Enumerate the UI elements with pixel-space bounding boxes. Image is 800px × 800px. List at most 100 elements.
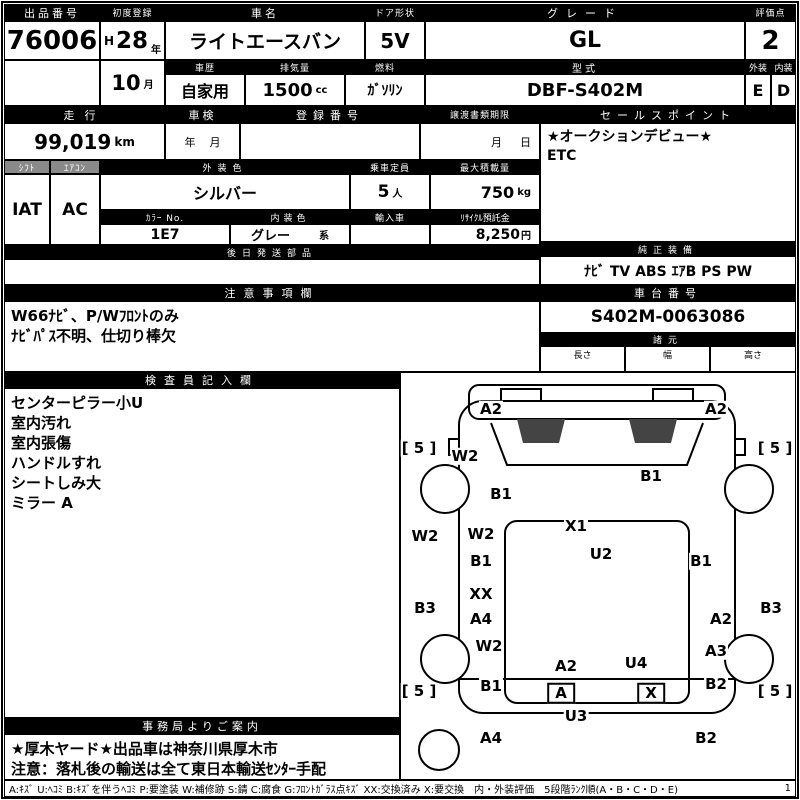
right-seat-shape (629, 419, 677, 443)
transfer-deadline-value: 月 日 (420, 123, 540, 160)
inspector-notes-content: センターピラー小U 室内汚れ 室内張傷 ハンドルすれ シートしみ大 ミラー A (4, 388, 400, 718)
grade-value: GL (425, 21, 745, 60)
damage-code-xx: XX (468, 584, 494, 603)
inspector-notes-header: 検査員記入欄 (4, 372, 400, 388)
dimension-height-cell: 高さ (710, 346, 796, 372)
damage-code-b3: B3 (413, 598, 437, 617)
capacity-unit: 人 (392, 188, 403, 200)
rear-left-wheel (420, 634, 470, 684)
damage-code-b2: B2 (704, 674, 728, 693)
score-header: 評価点 (745, 4, 796, 21)
windshield-outline (490, 422, 704, 466)
first-registration-year: H 28 年 (100, 21, 165, 60)
damage-code-w2: W2 (474, 636, 504, 655)
damage-code-u4: U4 (623, 653, 649, 672)
damage-code-a2: A2 (553, 656, 579, 675)
import-car-header: 輸入車 (350, 210, 430, 224)
registration-number-header: 登録番号 (240, 106, 420, 123)
first-registration-era: H (103, 33, 115, 48)
damage-code-a: A (547, 682, 575, 704)
exterior-score-header: 外装 (745, 60, 771, 74)
fuel-header: 燃料 (345, 60, 425, 74)
later-parts-value (4, 259, 540, 285)
damage-code-b1: B1 (489, 484, 513, 503)
notes-header: 注意事項欄 (4, 285, 540, 301)
notes-content: W66ﾅﾋﾞ、P/Wﾌﾛﾝﾄのみ ﾅﾋﾞﾊﾟｽ不明、仕切り棒欠 (4, 301, 540, 372)
damage-code-5: 5 (756, 683, 794, 700)
exterior-score-value: E (745, 74, 771, 106)
score-value: 2 (745, 21, 796, 60)
inspection-header: 車検 (165, 106, 240, 123)
displacement-value: 1500 cc (245, 74, 345, 106)
damage-code-a4: A4 (468, 609, 494, 628)
office-notice-content: ★厚木ヤード★出品車は神奈川県厚木市 注意：落札後の輸送は全て東日本輸送ｾﾝﾀｰ… (4, 734, 400, 780)
page-number: 1 (784, 783, 791, 794)
chassis-number-value: S402M-0063086 (540, 301, 796, 333)
dimension-length-cell: 長さ (540, 346, 625, 372)
office-notice-header: 事務局よりご案内 (4, 718, 400, 734)
damage-code-a4: A4 (478, 728, 504, 747)
fuel-value: ｶﾞｿﾘﾝ (345, 74, 425, 106)
car-history-header: 車歴 (165, 60, 245, 74)
damage-code-a3: A3 (703, 641, 729, 660)
inspection-year-unit: 年 (184, 135, 196, 149)
auction-number-value: 76006 (4, 21, 100, 60)
interior-color-header: 内装色 (230, 210, 350, 224)
interior-color-name: グレー (250, 229, 290, 244)
door-shape-header: ドア形状 (365, 4, 425, 21)
damage-legend-text: A:ｷｽﾞ U:ﾍｺﾐ B:ｷｽﾞを伴うﾍｺﾐ P:要塗装 W:補修跡 S:錆 … (9, 785, 678, 796)
first-registration-month: 10 月 (100, 60, 165, 106)
max-load-header: 最大積載量 (430, 160, 540, 174)
first-registration-year-number: 28 (116, 27, 149, 54)
interior-score-header: 内装 (771, 60, 796, 74)
damage-code-b1: B1 (639, 466, 663, 485)
cargo-area-outline (504, 520, 690, 704)
damage-code-a2: A2 (708, 609, 734, 628)
inspection-value: 年 月 (165, 123, 240, 160)
damage-code-a2: A2 (703, 399, 729, 418)
right-mirror-outline (734, 438, 746, 456)
damage-code-b3: B3 (759, 598, 783, 617)
damage-code-w2: W2 (466, 524, 496, 543)
dimension-width-cell: 幅 (625, 346, 710, 372)
damage-code-5: 5 (756, 440, 794, 457)
shift-value: IAT (4, 174, 50, 245)
aircon-value: AC (50, 174, 100, 245)
first-registration-month-number: 10 (111, 71, 141, 95)
capacity-header: 乗車定員 (350, 160, 430, 174)
max-load-value: 750 kg (430, 174, 540, 210)
mileage-header: 走行 (4, 106, 165, 123)
car-outline-drawing (418, 384, 774, 771)
first-registration-header: 初度登録 (100, 4, 165, 21)
damage-code-x1: X1 (563, 516, 589, 535)
left-seat-shape (517, 419, 565, 443)
damage-code-x: X (637, 682, 665, 704)
shift-header: ｼﾌﾄ (4, 160, 50, 174)
inspector-note-line: 室内汚れ (11, 414, 72, 432)
displacement-header: 排気量 (245, 60, 345, 74)
damage-code-5: 5 (400, 683, 438, 700)
damage-code-u2: U2 (588, 544, 614, 563)
transfer-deadline-header: 譲渡書類期限 (420, 106, 540, 123)
damage-code-5: 5 (400, 440, 438, 457)
max-load-unit: kg (517, 186, 531, 198)
front-left-wheel (420, 464, 470, 514)
damage-code-u3: U3 (563, 706, 589, 725)
grade-header: グレード (425, 4, 745, 21)
registration-number-value (240, 123, 420, 160)
inspector-note-line: シートしみ大 (11, 474, 102, 492)
notes-line: ﾅﾋﾞﾊﾟｽ不明、仕切り棒欠 (11, 327, 177, 345)
front-right-wheel (724, 464, 774, 514)
mileage-value: 99,019 km (4, 123, 165, 160)
recycle-deposit-value: 8,250 円 (430, 224, 540, 245)
notes-line: W66ﾅﾋﾞ、P/Wﾌﾛﾝﾄのみ (11, 307, 179, 325)
inspector-note-line: センターピラー小U (11, 394, 144, 412)
spare-tire (418, 729, 460, 771)
sales-point-content: ★オークションデビュー★ ETC (540, 123, 796, 242)
office-notice-line: 注意：落札後の輸送は全て東日本輸送ｾﾝﾀｰ手配 (11, 760, 327, 778)
dimension-width-label: 幅 (662, 351, 672, 361)
capacity-value: 5 人 (350, 174, 430, 210)
sales-point-line: ETC (547, 148, 577, 164)
mileage-unit: km (114, 134, 135, 149)
displacement-number: 1500 (262, 79, 313, 101)
